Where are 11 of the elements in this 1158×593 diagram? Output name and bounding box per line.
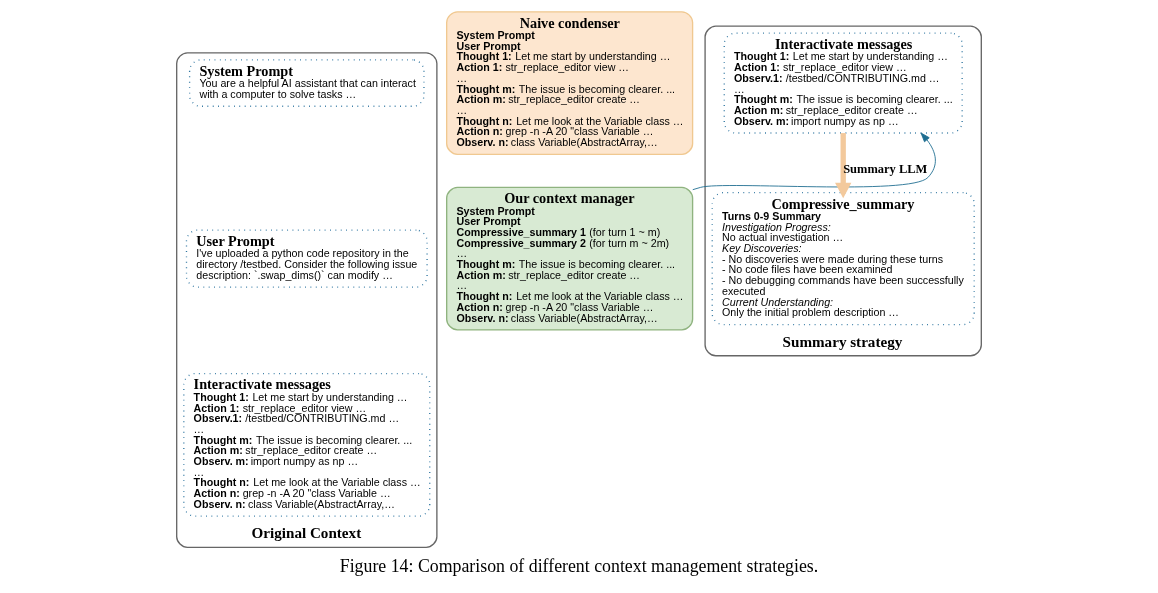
node-box: User Prompt I've uploaded a python code repository in the directory /testbed. Consider the following issue description: `.swap_dims()` can modify … (185, 229, 428, 288)
arrow (692, 132, 936, 191)
edge-label: Summary LLM (843, 162, 928, 177)
node-box: Naive condenser System Prompt User Prompt Thought 1: Let me start by understanding … Action 1: str_replace_editor view … … Thought m: The issue is becoming clearer. ... Action m: str_replace_editor create … … Thought n: Let me look at the Variable class … Action n: grep -n -A 20 "class Variable … Observ. n: class Variable(AbstractArray,… (446, 11, 694, 156)
arrow (835, 133, 852, 199)
node-box: Compressive_summary Turns 0-9 Summary Investigation Progress: No actual investigation … Key Discoveries: - No discoveries were made during these turns - No code files have been examined - No debugging commands have been successfully executed Current Understanding: Only the initial problem description … (711, 192, 975, 326)
node-box: Our context manager System Prompt User Prompt Compressive_summary 1 (for turn 1 ~ m) Compressive_summary 2 (for turn m ~ 2m) … Thought m: The issue is becoming clearer. ... Action m: str_replace_editor create … … Thought n: Let me look at the Variable class … Action n: grep -n -A 20 "class Variable … Observ. n: class Variable(AbstractArray,… (446, 186, 694, 331)
node-box: Interactivate messages Thought 1: Let me start by understanding … Action 1: str_replace_editor view … Observ.1: /testbed/CONTRIBUTING.md … … Thought m: The issue is becoming clearer. ... Action m: str_replace_editor create … Observ. m: import numpy as np … (723, 32, 963, 134)
node-box: Interactivate messages Thought 1: Let me start by understanding … Action 1: str_replace_editor view … Observ.1: /testbed/CONTRIBUTING.md … … Thought m: The issue is becoming clearer. ... Action m: str_replace_editor create … Observ. m: import numpy as np … … Thought n: Let me look at the Variable class … Action n: grep -n -A 20 "class Variable … Observ. n: class Variable(AbstractArray,… (183, 372, 431, 517)
node-box: System Prompt You are a helpful AI assistant that can interact with a computer to solve tasks … (188, 59, 425, 107)
caption: Figure 14: Comparison of different context management strategies. (339, 556, 819, 577)
